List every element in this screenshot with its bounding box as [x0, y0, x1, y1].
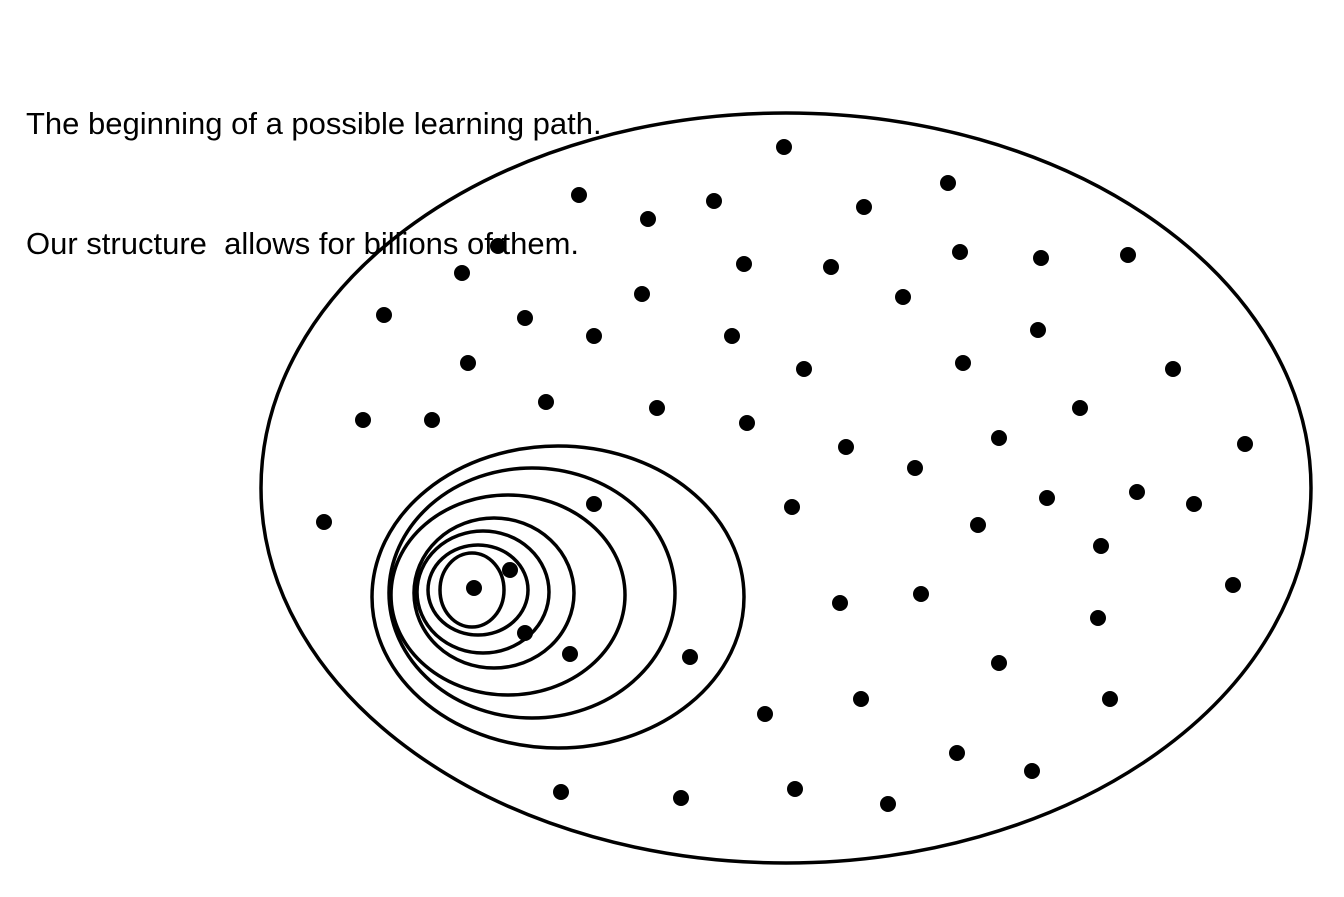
caption: The beginning of a possible learning pat… [26, 24, 602, 304]
knowledge-point-dot [673, 790, 689, 806]
knowledge-point-dot [838, 439, 854, 455]
knowledge-point-dot [586, 496, 602, 512]
knowledge-point-dot [1072, 400, 1088, 416]
knowledge-point-dot [991, 655, 1007, 671]
knowledge-point-dot [1237, 436, 1253, 452]
knowledge-point-dot [949, 745, 965, 761]
path-ring-4 [412, 516, 576, 670]
knowledge-point-dot [823, 259, 839, 275]
knowledge-point-dot [517, 310, 533, 326]
knowledge-point-dot [739, 415, 755, 431]
caption-line-1: The beginning of a possible learning pat… [26, 106, 602, 141]
knowledge-point-dot [682, 649, 698, 665]
knowledge-point-dot [796, 361, 812, 377]
knowledge-point-dot [736, 256, 752, 272]
knowledge-point-dot [553, 784, 569, 800]
knowledge-point-dot [376, 307, 392, 323]
knowledge-point-dot [907, 460, 923, 476]
knowledge-point-dot [1120, 247, 1136, 263]
knowledge-point-dot [832, 595, 848, 611]
knowledge-point-dot [853, 691, 869, 707]
knowledge-point-dot [1165, 361, 1181, 377]
path-ring-7 [438, 551, 506, 629]
knowledge-point-dot [634, 286, 650, 302]
outer-universe-ellipse [259, 111, 1313, 865]
starting-point-dot [466, 580, 482, 596]
knowledge-point-dot [562, 646, 578, 662]
knowledge-point-dot [1024, 763, 1040, 779]
knowledge-point-dot [776, 139, 792, 155]
knowledge-point-dot [490, 238, 506, 254]
knowledge-point-dot [757, 706, 773, 722]
knowledge-point-dot [706, 193, 722, 209]
knowledge-point-dot [970, 517, 986, 533]
knowledge-point-dot [1093, 538, 1109, 554]
knowledge-point-dot [1039, 490, 1055, 506]
path-ring-3 [389, 493, 627, 697]
knowledge-point-dot [454, 265, 470, 281]
knowledge-point-dot [538, 394, 554, 410]
knowledge-point-dot [460, 355, 476, 371]
knowledge-point-dot [640, 211, 656, 227]
knowledge-point-dot [940, 175, 956, 191]
knowledge-point-dot [1090, 610, 1106, 626]
knowledge-point-dot [724, 328, 740, 344]
caption-line-2: Our structure allows for billions of the… [26, 226, 580, 261]
knowledge-point-dot [571, 187, 587, 203]
path-ring-2 [387, 466, 677, 720]
knowledge-point-dot [784, 499, 800, 515]
knowledge-point-dot [586, 328, 602, 344]
knowledge-point-dot [316, 514, 332, 530]
knowledge-point-dot [913, 586, 929, 602]
knowledge-point-dot [880, 796, 896, 812]
knowledge-point-dot [856, 199, 872, 215]
knowledge-point-dot [991, 430, 1007, 446]
knowledge-point-dot [502, 562, 518, 578]
knowledge-point-dot [1033, 250, 1049, 266]
knowledge-point-dot [1186, 496, 1202, 512]
knowledge-point-dot [955, 355, 971, 371]
knowledge-point-dot [787, 781, 803, 797]
knowledge-point-dot [1030, 322, 1046, 338]
path-ring-5 [415, 529, 551, 655]
path-ring-1 [370, 444, 746, 750]
knowledge-point-dot [895, 289, 911, 305]
knowledge-point-dot [1225, 577, 1241, 593]
knowledge-point-dot [424, 412, 440, 428]
knowledge-point-dot [355, 412, 371, 428]
knowledge-point-dot [952, 244, 968, 260]
knowledge-point-dot [1129, 484, 1145, 500]
path-ring-6 [426, 543, 530, 637]
knowledge-point-dot [649, 400, 665, 416]
knowledge-point-dot [517, 625, 533, 641]
knowledge-point-dot [1102, 691, 1118, 707]
